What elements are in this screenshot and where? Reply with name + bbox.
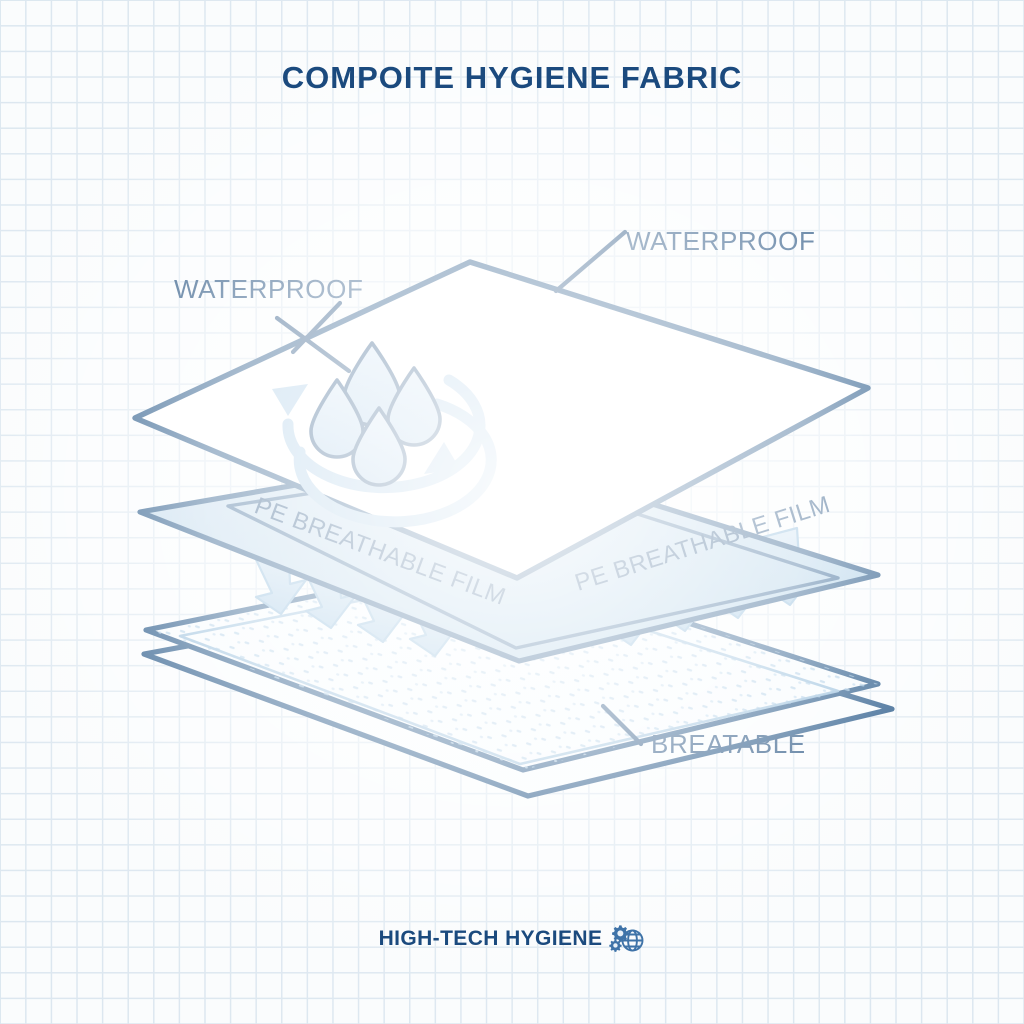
page-title: COMPOITE HYGIENE FABRIC xyxy=(281,60,743,95)
label-waterproof-left: WATERPROOF xyxy=(174,274,363,304)
label-waterproof-right: WATERPROOF xyxy=(626,226,815,256)
brand-text: HIGH-TECH HYGIENE xyxy=(378,927,603,950)
gears-globe-icon xyxy=(609,925,644,952)
footer-brand: HIGH-TECH HYGIENE xyxy=(0,923,1024,955)
label-breathable: BREATABLE xyxy=(651,729,806,759)
leader-waterproof-right xyxy=(553,229,628,294)
